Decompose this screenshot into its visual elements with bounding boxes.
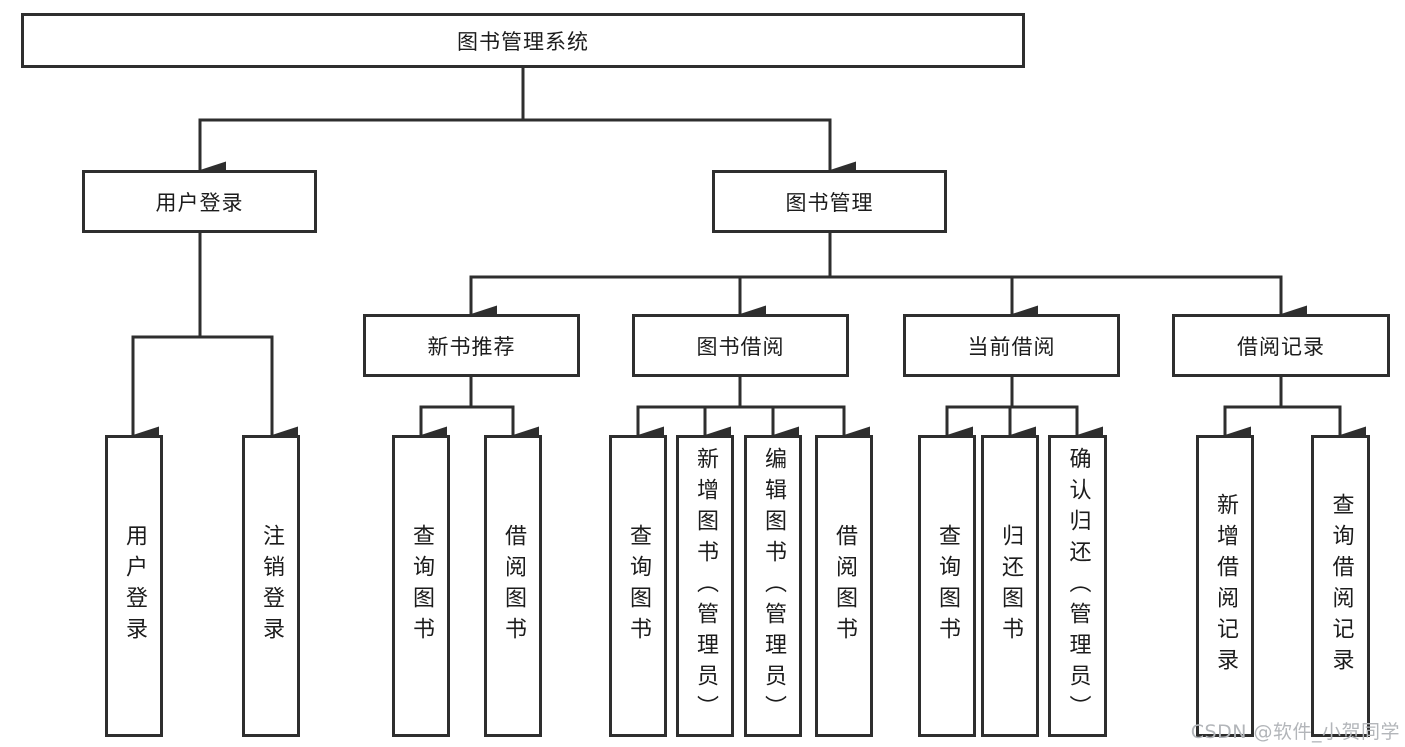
leaf-edit-book-admin: 编辑图书（管理员） <box>744 435 802 737</box>
csdn-watermark: CSDN @软件_小贺同学 <box>1190 721 1400 743</box>
node-root-system: 图书管理系统 <box>21 13 1025 68</box>
node-new-book-recommend: 新书推荐 <box>363 314 580 377</box>
leaf-borrow-books-borrow: 借阅图书 <box>815 435 873 737</box>
leaf-query-books-borrow: 查询图书 <box>609 435 667 737</box>
node-user-login-branch: 用户登录 <box>82 170 317 233</box>
node-book-management-branch: 图书管理 <box>712 170 947 233</box>
edge-userlogin-split <box>131 233 274 339</box>
edge-bookmgmt-split <box>469 233 1283 279</box>
edge-bookborrow-split <box>636 377 846 409</box>
leaf-query-books-recommend: 查询图书 <box>392 435 450 737</box>
leaf-logout: 注销登录 <box>242 435 300 737</box>
leaf-return-book: 归还图书 <box>981 435 1039 737</box>
leaf-query-borrow-record: 查询借阅记录 <box>1311 435 1370 737</box>
leaf-query-books-current: 查询图书 <box>918 435 976 737</box>
edge-root-split <box>198 68 832 122</box>
edge-newbook-split <box>419 377 515 409</box>
leaf-borrow-books-recommend: 借阅图书 <box>484 435 542 737</box>
node-borrow-records: 借阅记录 <box>1172 314 1390 377</box>
edge-borrowrecords-split <box>1223 377 1342 409</box>
node-current-borrow: 当前借阅 <box>903 314 1120 377</box>
leaf-confirm-return-admin: 确认归还（管理员） <box>1048 435 1107 737</box>
edge-currentborrow-split <box>945 377 1079 409</box>
leaf-user-login: 用户登录 <box>105 435 163 737</box>
node-book-borrow: 图书借阅 <box>632 314 849 377</box>
leaf-add-borrow-record: 新增借阅记录 <box>1196 435 1254 737</box>
leaf-add-book-admin: 新增图书（管理员） <box>676 435 734 737</box>
